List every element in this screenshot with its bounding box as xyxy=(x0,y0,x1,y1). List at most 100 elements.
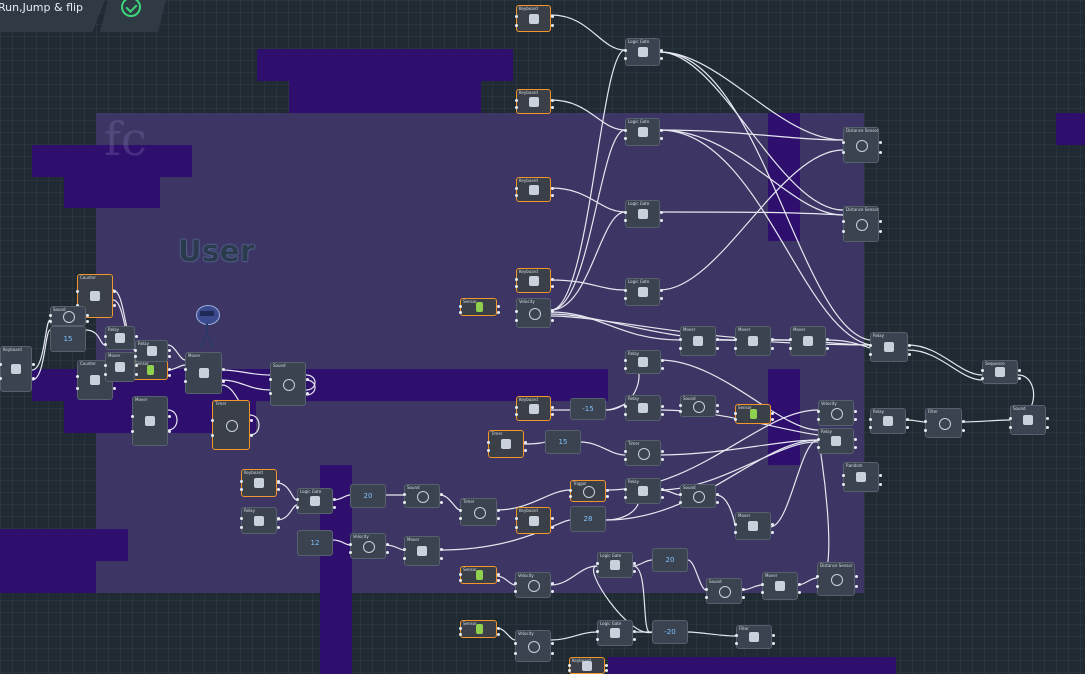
node-port[interactable] xyxy=(605,669,608,673)
node-port[interactable] xyxy=(772,634,775,638)
node-port[interactable] xyxy=(661,450,664,454)
node-port[interactable] xyxy=(386,550,389,554)
node-port[interactable] xyxy=(497,310,500,314)
node-port[interactable] xyxy=(1018,376,1021,380)
mover-node[interactable]: Mover xyxy=(789,326,829,356)
node-port[interactable] xyxy=(49,314,52,317)
node-port[interactable] xyxy=(131,414,134,418)
node-port[interactable] xyxy=(624,450,627,454)
node-port[interactable] xyxy=(869,343,872,347)
battery-node[interactable]: Sensor xyxy=(459,620,500,638)
node-port[interactable] xyxy=(679,410,682,414)
node-port[interactable] xyxy=(660,288,663,292)
node-port[interactable] xyxy=(624,57,627,61)
node-port[interactable] xyxy=(854,445,857,449)
node-port[interactable] xyxy=(551,285,554,289)
node-port[interactable] xyxy=(184,367,187,371)
node-port[interactable] xyxy=(135,363,138,367)
timer-node[interactable]: Timer xyxy=(624,440,664,466)
node-port[interactable] xyxy=(184,380,187,384)
mover-node[interactable]: Mover xyxy=(184,352,225,394)
node-port[interactable] xyxy=(679,500,682,504)
node-port[interactable] xyxy=(497,632,500,636)
node-port[interactable] xyxy=(879,140,882,144)
node-port[interactable] xyxy=(679,346,682,350)
node-port[interactable] xyxy=(771,337,774,341)
node-port[interactable] xyxy=(551,23,554,27)
relay-node[interactable]: Relay xyxy=(104,326,138,350)
node-port[interactable] xyxy=(277,488,280,492)
counter-node[interactable]: Counter xyxy=(76,360,116,400)
node-port[interactable] xyxy=(1046,425,1049,429)
node-port[interactable] xyxy=(734,346,737,350)
keyboard-node[interactable]: Keyboard xyxy=(0,346,35,392)
node-port[interactable] xyxy=(134,348,137,352)
sound-node[interactable]: Sound xyxy=(1009,405,1049,435)
node-port[interactable] xyxy=(842,473,845,477)
node-port[interactable] xyxy=(624,48,627,52)
node-port[interactable] xyxy=(515,277,518,281)
node-port[interactable] xyxy=(771,412,774,415)
timer-node[interactable]: Timer xyxy=(459,498,500,526)
node-port[interactable] xyxy=(879,151,882,155)
mover-node[interactable]: Mover xyxy=(104,352,138,382)
node-port[interactable] xyxy=(742,588,745,592)
node-port[interactable] xyxy=(104,342,107,346)
node-port[interactable] xyxy=(514,582,517,586)
node-port[interactable] xyxy=(135,372,138,376)
node-port[interactable] xyxy=(605,663,608,667)
node-port[interactable] xyxy=(515,517,518,521)
node-port[interactable] xyxy=(1009,416,1012,420)
logic-gate-node[interactable]: Logic Gate xyxy=(596,620,636,646)
node-port[interactable] xyxy=(606,488,609,492)
sound-node[interactable]: Sound xyxy=(679,484,719,508)
logic-gate-node[interactable]: Logic Gate xyxy=(596,552,636,578)
node-port[interactable] xyxy=(240,488,243,492)
relay-node[interactable]: Relay xyxy=(869,332,911,362)
node-port[interactable] xyxy=(459,627,462,631)
node-port[interactable] xyxy=(497,517,500,521)
node-port[interactable] xyxy=(1009,425,1012,429)
node-port[interactable] xyxy=(440,500,443,504)
node-port[interactable] xyxy=(515,98,518,102)
battery-node[interactable]: Sensor xyxy=(734,404,774,424)
node-port[interactable] xyxy=(661,366,664,370)
node-port[interactable] xyxy=(277,479,280,483)
node-port[interactable] xyxy=(168,374,171,377)
node-port[interactable] xyxy=(551,582,554,586)
node-port[interactable] xyxy=(277,525,280,529)
node-port[interactable] xyxy=(333,498,336,502)
node-port[interactable] xyxy=(798,582,801,586)
node-port[interactable] xyxy=(624,366,627,370)
node-port[interactable] xyxy=(660,297,663,301)
velocity-node[interactable]: Velocity xyxy=(515,298,554,328)
node-port[interactable] xyxy=(842,140,845,144)
node-port[interactable] xyxy=(661,359,664,363)
node-port[interactable] xyxy=(131,429,134,433)
node-port[interactable] xyxy=(306,378,309,382)
node-port[interactable] xyxy=(661,457,664,461)
node-port[interactable] xyxy=(551,277,554,281)
node-port[interactable] xyxy=(135,335,138,339)
filter-node[interactable]: Filter xyxy=(735,625,775,649)
distance-sensor-node[interactable]: Distance Sensor xyxy=(842,206,882,242)
node-port[interactable] xyxy=(633,637,636,641)
node-port[interactable] xyxy=(624,359,627,363)
node-port[interactable] xyxy=(524,449,527,453)
node-port[interactable] xyxy=(624,412,627,416)
node-port[interactable] xyxy=(734,337,737,341)
node-port[interactable] xyxy=(76,387,79,390)
node-port[interactable] xyxy=(734,531,737,535)
relay-node[interactable]: Relay xyxy=(624,395,664,421)
node-port[interactable] xyxy=(551,15,554,19)
node-port[interactable] xyxy=(624,219,627,223)
node-port[interactable] xyxy=(76,375,79,378)
number-node[interactable]: 15 xyxy=(545,430,581,454)
node-port[interactable] xyxy=(32,363,35,367)
node-port[interactable] xyxy=(440,547,443,551)
node-port[interactable] xyxy=(459,310,462,314)
node-port[interactable] xyxy=(624,488,627,492)
node-port[interactable] xyxy=(624,137,627,141)
node-port[interactable] xyxy=(168,414,171,418)
node-port[interactable] xyxy=(661,495,664,499)
